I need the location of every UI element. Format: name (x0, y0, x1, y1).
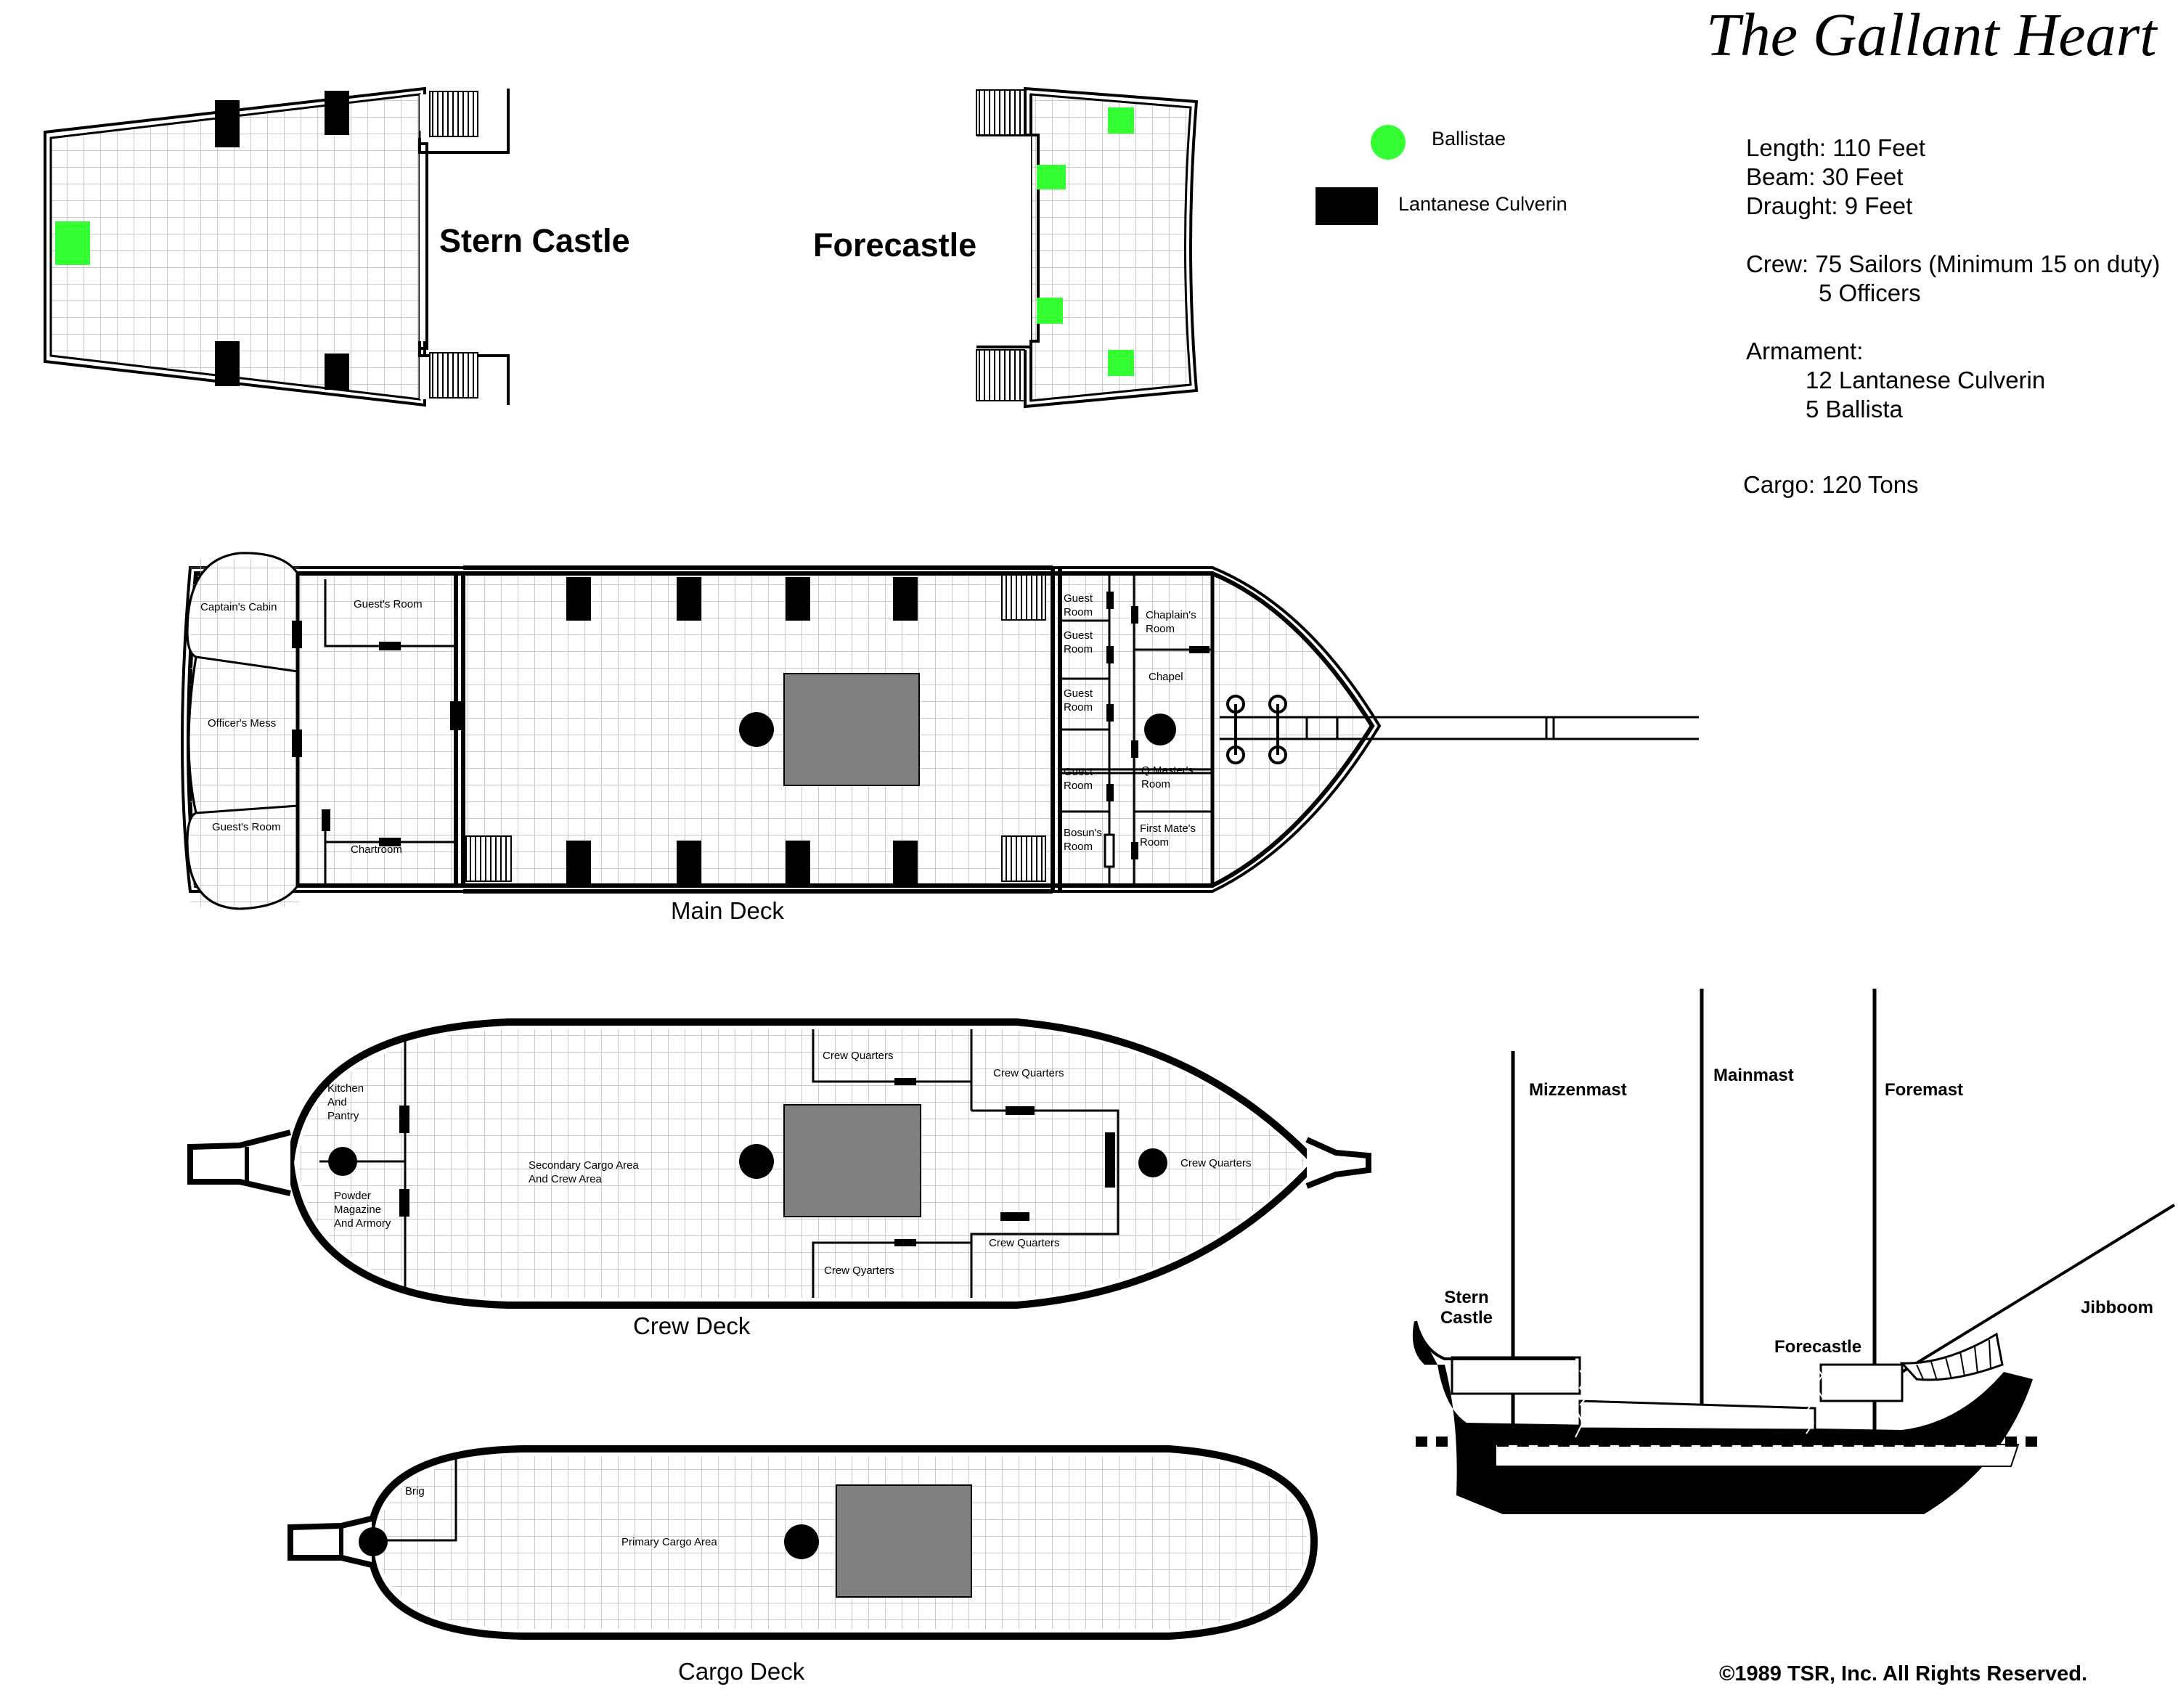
label-mainmast: Mainmast (1713, 1066, 1794, 1085)
crew-deck-plan (187, 1018, 1371, 1309)
spec-armament: Armament: (1746, 338, 1864, 364)
cargo-deck-plan (287, 1445, 1318, 1640)
spec-length: Length: 110 Feet (1746, 134, 1926, 161)
legend-culverin-label: Lantanese Culverin (1398, 193, 1567, 215)
main-deck-hatch (783, 673, 920, 786)
room-crew-quarters-bottom-left: Crew Qyarters (824, 1264, 894, 1277)
ship-specifications: Length: 110 Feet Beam: 30 Feet Draught: … (1743, 134, 2161, 499)
stern-culverin-4 (325, 354, 349, 390)
room-brig: Brig (405, 1485, 425, 1497)
stern-castle-heading: Stern Castle (439, 222, 630, 259)
spec-ballista: 5 Ballista (1806, 396, 1903, 422)
room-guests-room-top: Guest's Room (354, 598, 423, 610)
room-crew-quarters-top-left: Crew Quarters (823, 1050, 894, 1062)
room-guest-room-3: Guest Room (1064, 687, 1093, 714)
main-deck-plan (181, 552, 1699, 910)
forecastle-stairs-top (976, 89, 1025, 136)
forecastle-ballista-3 (1037, 298, 1063, 324)
copyright: ©1989 TSR, Inc. All Rights Reserved. (1719, 1662, 2088, 1685)
room-kitchen-pantry: Kitchen And Pantry (327, 1082, 364, 1122)
crew-deck-hatch (783, 1104, 921, 1217)
stern-castle-plan (44, 86, 510, 407)
room-guest-room-1: Guest Room (1064, 592, 1093, 618)
forecastle-ballista-1 (1108, 107, 1134, 134)
room-chapel: Chapel (1149, 671, 1183, 683)
room-secondary-cargo: Secondary Cargo Area And Crew Area (529, 1159, 639, 1185)
stern-culverin-3 (215, 341, 240, 386)
room-chartroom: Chartroom (351, 843, 402, 856)
cargo-deck-caption: Cargo Deck (678, 1658, 805, 1685)
main-stairs-bow-bottom (1001, 835, 1046, 882)
forecastle-ballista-2 (1037, 165, 1066, 189)
forecastle-plan (973, 86, 1199, 409)
legend-culverin-icon (1316, 187, 1378, 225)
stern-culverin-1 (215, 100, 240, 147)
forecastle-stairs-bottom (976, 349, 1025, 401)
room-crew-quarters-bottom-right: Crew Quarters (989, 1237, 1060, 1249)
spec-officers: 5 Officers (1819, 279, 1921, 306)
room-powder-magazine: Powder Magazine And Armory (334, 1190, 391, 1230)
legend-ballistae-label: Ballistae (1432, 128, 1506, 150)
main-deck-bowsprit (1220, 716, 1699, 740)
spec-beam: Beam: 30 Feet (1746, 163, 1904, 190)
room-chaplains-room: Chaplain's Room (1146, 609, 1196, 635)
label-foremast: Foremast (1885, 1080, 1964, 1100)
ship-profile (1412, 989, 2176, 1514)
stern-ballista (55, 221, 90, 265)
room-qmasters-room: Q.Master's Room (1141, 764, 1194, 790)
room-first-mates-room: First Mate's Room (1140, 822, 1196, 849)
room-primary-cargo: Primary Cargo Area (621, 1536, 717, 1548)
room-guests-room-bottom: Guest's Room (212, 821, 281, 833)
spec-cargo: Cargo: 120 Tons (1743, 471, 1919, 498)
spec-culverin: 12 Lantanese Culverin (1806, 367, 2046, 393)
crew-deck-caption: Crew Deck (633, 1312, 751, 1339)
cargo-deck-hatch (836, 1484, 972, 1598)
label-mizzenmast: Mizzenmast (1529, 1080, 1627, 1100)
room-crew-quarters-bow: Crew Quarters (1180, 1157, 1252, 1169)
main-deck-mainmast (739, 712, 774, 747)
room-bosuns-room: Bosun's Room (1064, 827, 1102, 853)
main-stairs-stern-top (1001, 574, 1046, 621)
spec-draught: Draught: 9 Feet (1746, 192, 1913, 219)
main-deck-foremast (1144, 714, 1176, 745)
room-crew-quarters-top-right: Crew Quarters (993, 1067, 1064, 1079)
room-guest-room-4: Guest Room (1064, 766, 1093, 792)
spec-crew: Crew: 75 Sailors (Minimum 15 on duty) (1746, 250, 2161, 277)
main-stairs-stern-bottom (465, 835, 512, 882)
label-forecastle: Forecastle (1774, 1337, 1862, 1357)
stern-stairs-bottom (429, 352, 478, 399)
main-deck-caption: Main Deck (671, 897, 784, 924)
page-title: The Gallant Heart (1706, 1, 2157, 69)
legend-ballistae-icon (1371, 125, 1406, 160)
forecastle-ballista-4 (1108, 350, 1134, 376)
stern-stairs-top (429, 91, 478, 137)
label-stern-castle: Stern Castle (1440, 1288, 1493, 1328)
room-officers-mess: Officer's Mess (208, 717, 277, 730)
stern-culverin-2 (325, 91, 349, 135)
forecastle-heading: Forecastle (813, 226, 977, 263)
room-guest-room-2: Guest Room (1064, 629, 1093, 655)
label-jibboom: Jibboom (2081, 1298, 2153, 1317)
room-captains-cabin: Captain's Cabin (200, 601, 277, 613)
